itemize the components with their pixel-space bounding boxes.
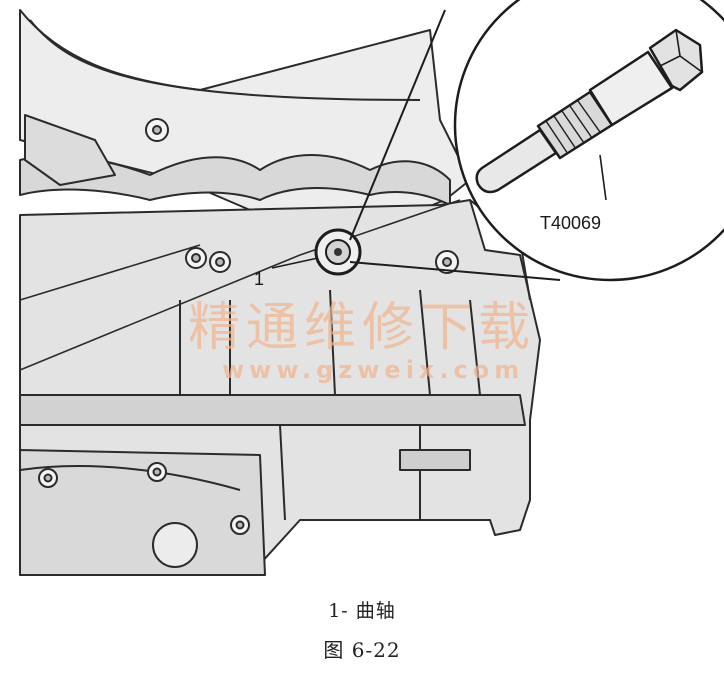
watermark-url: www.gzweix.com — [222, 356, 524, 384]
engine-block — [19, 9, 541, 576]
crankshaft-bore — [314, 228, 362, 276]
watermark-text: 精通维修下载 — [188, 298, 536, 358]
bolts — [38, 118, 459, 568]
figure-title: 图 6-22 — [323, 638, 401, 662]
part-number-label: 1 — [254, 269, 264, 289]
figure-legend: 1- 曲轴 — [328, 600, 396, 622]
tool-callout-line — [599, 154, 607, 201]
locating-pin-tool — [475, 28, 704, 194]
tool-code-label: T40069 — [540, 213, 601, 233]
callout-line-1 — [271, 257, 319, 269]
engine-block-diagram: 1 T40069 精通维修下载 www.gzweix.com — [19, 0, 724, 576]
